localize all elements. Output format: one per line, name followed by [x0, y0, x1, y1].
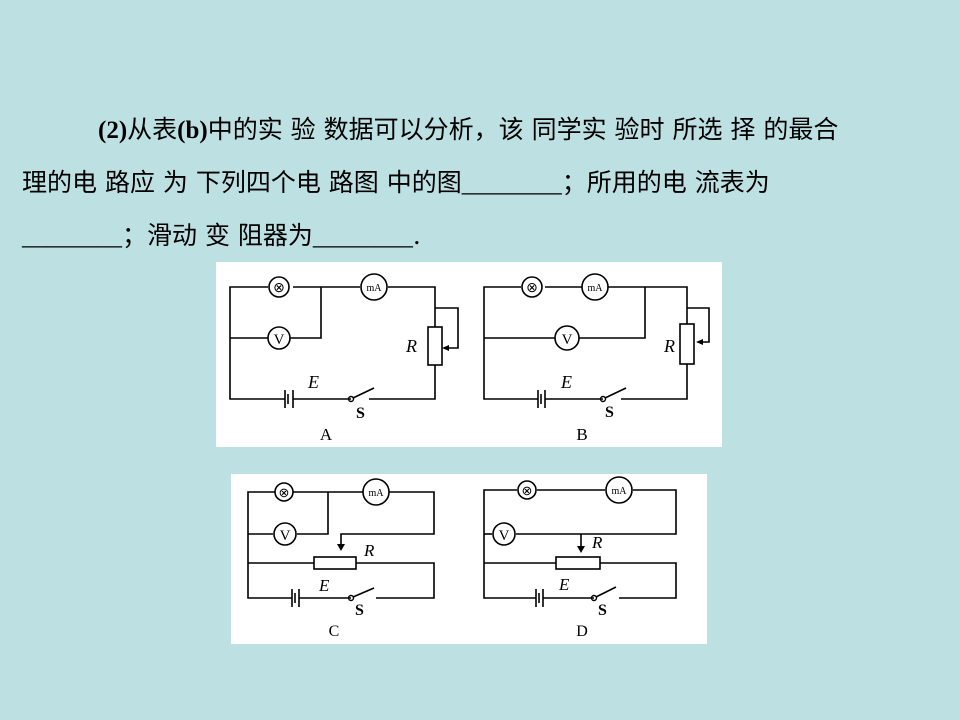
- svg-text:E: E: [560, 372, 572, 392]
- ammeter-icon: [581, 273, 609, 301]
- rheostat-icon: [313, 556, 357, 570]
- circuit-panel-top: ⊗ mA V R E S A: [216, 262, 722, 447]
- ammeter-icon: [360, 273, 388, 301]
- caption-c: C: [329, 623, 340, 640]
- svg-text:mA: mA: [367, 283, 383, 294]
- caption-a: A: [320, 425, 333, 444]
- svg-text:V: V: [274, 332, 285, 348]
- circuit-a: ⊗ mA V R E S A: [229, 273, 459, 444]
- svg-text:R: R: [405, 336, 417, 356]
- battery-icon: [284, 390, 294, 408]
- question-line-3: ________；滑动 变 阻器为________.: [22, 221, 421, 250]
- answer-blank-rheostat[interactable]: ________: [312, 223, 413, 250]
- svg-text:S: S: [598, 602, 607, 619]
- switch-icon: [347, 587, 375, 602]
- battery-icon: [537, 390, 546, 408]
- rheostat-icon: [555, 556, 601, 570]
- question-line-1: (2)从表(b)中的实 验 数据可以分析，该 同学实 验时 所选 择 的最合: [98, 115, 839, 144]
- ammeter-icon: [362, 478, 390, 506]
- voltmeter-icon: [492, 522, 516, 546]
- svg-text:⊗: ⊗: [279, 485, 290, 500]
- svg-text:mA: mA: [588, 283, 604, 294]
- circuit-b: ⊗ mA V R E S B: [483, 273, 710, 444]
- svg-text:E: E: [318, 576, 330, 595]
- svg-text:mA: mA: [369, 488, 385, 499]
- switch-icon: [599, 387, 627, 403]
- caption-d: D: [576, 623, 588, 640]
- switch-icon: [347, 387, 375, 403]
- svg-text:⊗: ⊗: [273, 281, 285, 296]
- answer-blank-ammeter[interactable]: ________: [22, 223, 122, 250]
- svg-text:S: S: [356, 405, 365, 422]
- ammeter-icon: [605, 476, 633, 504]
- lamp-icon: [521, 276, 543, 298]
- voltmeter-icon: [554, 325, 580, 351]
- switch-icon: [590, 586, 617, 602]
- circuit-c: ⊗ mA V R E S C: [247, 478, 435, 640]
- svg-text:V: V: [562, 332, 573, 348]
- svg-text:S: S: [355, 602, 364, 619]
- svg-text:R: R: [363, 541, 375, 560]
- answer-blank-circuit[interactable]: ________: [461, 170, 562, 197]
- circuit-diagrams-cd: ⊗ mA V R E S C: [247, 476, 677, 640]
- circuit-panel-bottom: ⊗ mA V R E S C: [231, 474, 707, 644]
- voltmeter-icon: [267, 326, 291, 350]
- circuit-diagrams-ab: ⊗ mA V R E S A: [229, 273, 710, 444]
- svg-text:R: R: [591, 533, 603, 552]
- svg-text:V: V: [499, 528, 510, 544]
- svg-text:V: V: [280, 528, 291, 544]
- svg-text:⊗: ⊗: [522, 483, 533, 498]
- question-text: (2)从表(b)中的实 验 数据可以分析，该 同学实 验时 所选 择 的最合 理…: [22, 104, 942, 263]
- caption-b: B: [576, 425, 587, 444]
- rheostat-icon: [679, 323, 695, 365]
- battery-icon: [535, 589, 544, 607]
- svg-text:mA: mA: [612, 486, 628, 497]
- question-number: (2): [98, 117, 128, 144]
- svg-text:E: E: [558, 575, 570, 594]
- svg-text:R: R: [663, 336, 675, 356]
- lamp-icon: [268, 276, 290, 298]
- lamp-icon: [274, 482, 294, 502]
- svg-text:⊗: ⊗: [526, 281, 538, 296]
- circuit-d: ⊗ mA V R E S D: [483, 476, 677, 640]
- rheostat-icon: [427, 326, 443, 366]
- voltmeter-icon: [273, 522, 297, 546]
- lamp-icon: [517, 480, 537, 500]
- svg-text:E: E: [307, 372, 319, 392]
- question-line-2: 理的电 路应 为 下列四个电 路图 中的图________；所用的电 流表为: [22, 168, 770, 197]
- svg-text:S: S: [605, 404, 614, 421]
- battery-icon: [291, 589, 300, 607]
